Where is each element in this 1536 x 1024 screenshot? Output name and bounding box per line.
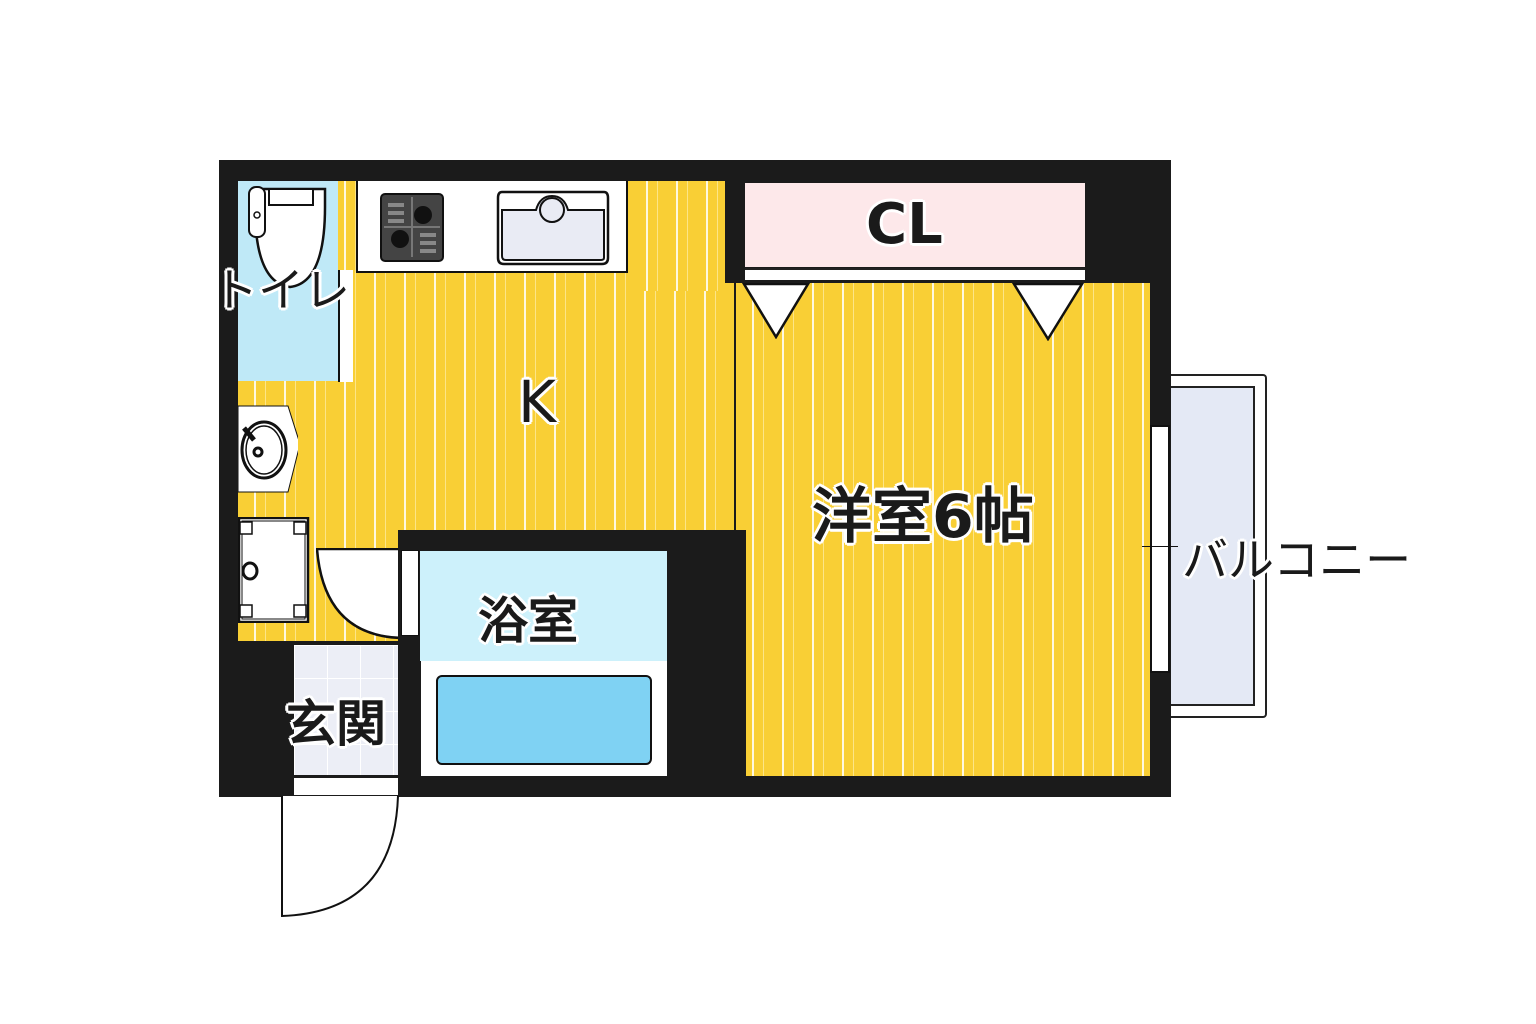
toilet-label: トイレ (212, 263, 350, 317)
balcony (1171, 386, 1255, 706)
closet-door-left-icon (742, 283, 810, 339)
toilet-icon (248, 186, 327, 289)
interior-door-icon (316, 548, 404, 640)
window-center-tick (1142, 546, 1178, 547)
wash-basin-icon (238, 405, 298, 493)
bathroom (420, 551, 667, 661)
entrance-step (294, 778, 398, 795)
bathroom-label: 浴室 (478, 592, 578, 650)
kitchen-floor-top (630, 181, 725, 291)
toilet-door (338, 270, 353, 382)
entrance (294, 645, 398, 775)
closet-left-wall (725, 181, 745, 283)
sliding-window (1150, 425, 1170, 673)
gas-stove-icon (380, 193, 444, 262)
closet-door-track (745, 268, 1085, 280)
western-room-label: 洋室6帖 (812, 482, 1034, 552)
partition-line (734, 282, 736, 532)
closet-label: CL (866, 192, 943, 257)
bathroom-door (401, 550, 419, 636)
closet (745, 183, 1085, 267)
entry-door-icon (281, 796, 399, 918)
closet-door-right-icon (1012, 283, 1084, 341)
kitchen-sink-icon (496, 190, 610, 266)
kitchen-label: K (518, 368, 557, 436)
bathtub (436, 675, 652, 765)
closet-right-block (1085, 181, 1150, 283)
balcony-label: バルコニー (1182, 533, 1412, 587)
entrance-label: 玄関 (286, 695, 386, 753)
western-room-floor (736, 283, 1150, 776)
washing-machine-pan-icon (238, 517, 310, 623)
